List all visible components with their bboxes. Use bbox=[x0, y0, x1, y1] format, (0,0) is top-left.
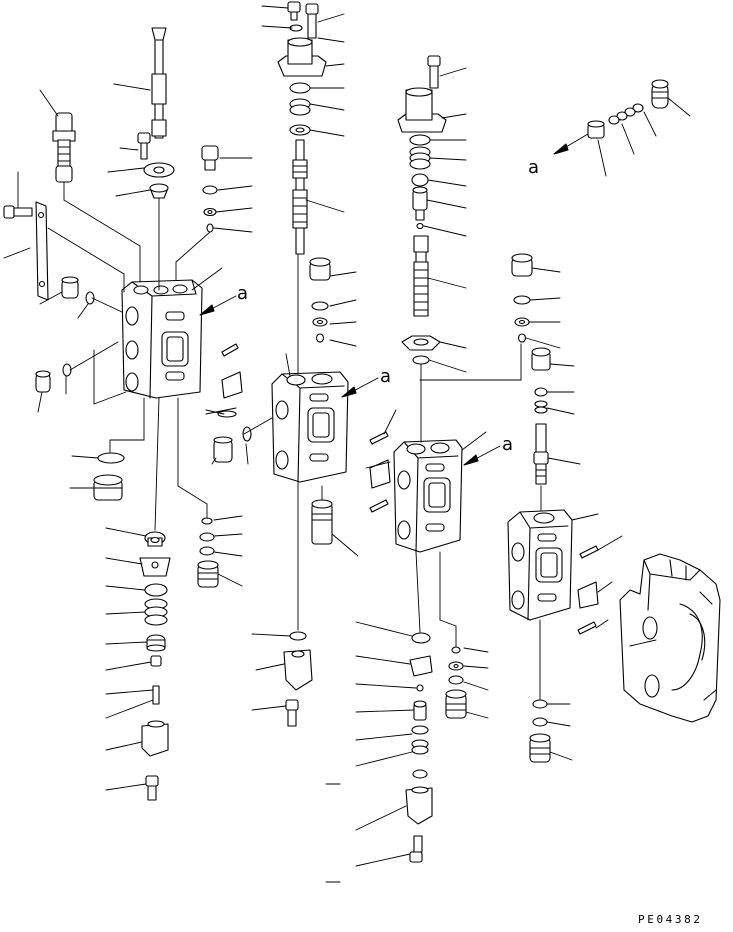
right-spool-section bbox=[419, 79, 691, 763]
main-spool bbox=[292, 139, 308, 255]
right-valve-body bbox=[507, 509, 573, 621]
cr-lower-stack bbox=[405, 632, 433, 863]
cr-top-cap bbox=[397, 55, 447, 230]
gaskets-left bbox=[205, 343, 243, 418]
plug-with-seal bbox=[213, 426, 252, 463]
right-lower-parts bbox=[529, 699, 551, 763]
center-left-valve-body bbox=[271, 371, 349, 483]
lower-left-plug bbox=[93, 452, 125, 501]
view-marker-label-1: a bbox=[237, 283, 248, 304]
view-marker-label-2: a bbox=[380, 366, 391, 387]
view-marker-arrows bbox=[199, 295, 501, 466]
center-left-spool-section bbox=[205, 1, 359, 727]
center-left-right-plugs bbox=[309, 257, 331, 343]
cr-main-spool bbox=[401, 235, 441, 365]
left-relief-valve-section bbox=[3, 27, 253, 801]
center-right-valve-body bbox=[393, 439, 463, 553]
right-gaskets bbox=[577, 545, 599, 635]
right-leaders bbox=[419, 267, 623, 761]
center-left-leaders bbox=[205, 5, 359, 711]
left-plugs bbox=[35, 276, 95, 393]
valve-assembly-overview bbox=[619, 553, 721, 723]
view-marker-label-detail: a bbox=[528, 157, 539, 178]
left-side-seals bbox=[197, 517, 219, 588]
view-marker-label-3: a bbox=[502, 434, 513, 455]
cr-side-stack bbox=[445, 646, 467, 719]
center-right-spool-section bbox=[325, 55, 533, 883]
pilot-spool-column bbox=[143, 27, 175, 199]
mounting-bracket bbox=[3, 201, 49, 301]
check-valve-plug bbox=[311, 499, 333, 545]
left-top-fittings bbox=[201, 145, 219, 233]
left-leader-lines bbox=[3, 83, 253, 791]
cr-right-plugs bbox=[511, 253, 533, 343]
small-bolt bbox=[137, 132, 151, 160]
cr-gaskets bbox=[369, 431, 391, 513]
view-a-detail bbox=[553, 79, 691, 177]
relief-valve-cartridge bbox=[52, 112, 76, 183]
lower-cap-assembly bbox=[283, 631, 313, 727]
left-valve-body bbox=[121, 279, 203, 399]
drawing-number: PE04382 bbox=[638, 913, 703, 926]
right-upper-parts bbox=[531, 347, 551, 485]
cr-leaders bbox=[325, 67, 489, 883]
top-cap-assembly bbox=[277, 1, 327, 136]
left-lower-spool-stack bbox=[139, 531, 171, 801]
